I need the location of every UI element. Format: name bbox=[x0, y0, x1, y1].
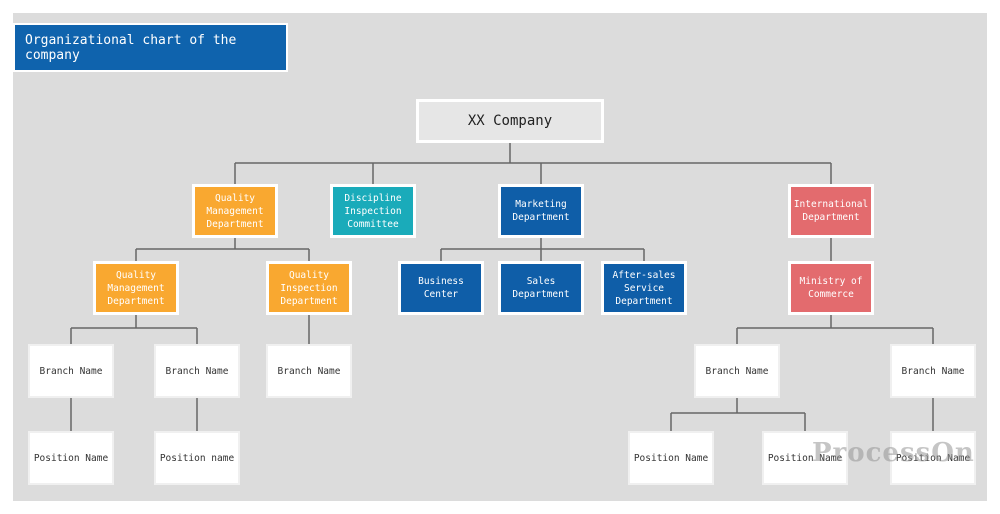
node-marketing-department: Marketing Department bbox=[498, 184, 584, 238]
node-ministry-of-commerce: Ministry of Commerce bbox=[788, 261, 874, 315]
node-branch-name-5: Branch Name bbox=[890, 344, 976, 398]
node-discipline-inspection-committee: Discipline Inspection Committee bbox=[330, 184, 416, 238]
processon-watermark: ProcessOn bbox=[812, 438, 975, 468]
node-branch-name-2: Branch Name bbox=[154, 344, 240, 398]
node-branch-name-3: Branch Name bbox=[266, 344, 352, 398]
node-branch-name-4: Branch Name bbox=[694, 344, 780, 398]
node-quality-management-department: Quality Management Department bbox=[192, 184, 278, 238]
node-position-name-2: Position name bbox=[154, 431, 240, 485]
node-position-name-4: Position Name bbox=[762, 431, 848, 485]
node-after-sales-service-department: After-sales Service Department bbox=[601, 261, 687, 315]
node-position-name-3: Position Name bbox=[628, 431, 714, 485]
chart-title: Organizational chart of the company bbox=[13, 23, 288, 72]
node-business-center: Business Center bbox=[398, 261, 484, 315]
node-sales-department: Sales Department bbox=[498, 261, 584, 315]
node-quality-management-department-sub: Quality Management Department bbox=[93, 261, 179, 315]
node-position-name-5: Position Name bbox=[890, 431, 976, 485]
diagram-canvas bbox=[13, 13, 987, 501]
node-quality-inspection-department: Quality Inspection Department bbox=[266, 261, 352, 315]
node-xx-company: XX Company bbox=[416, 99, 604, 143]
node-branch-name-1: Branch Name bbox=[28, 344, 114, 398]
node-international-department: International Department bbox=[788, 184, 874, 238]
node-position-name-1: Position Name bbox=[28, 431, 114, 485]
